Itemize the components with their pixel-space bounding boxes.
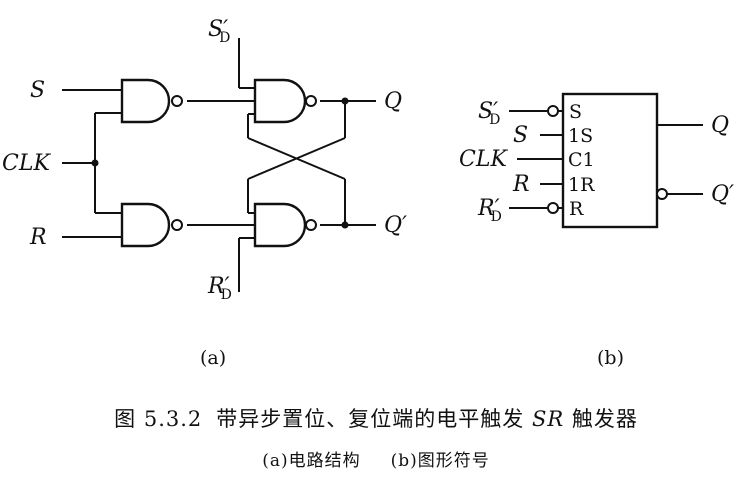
symbol-output-qn-label: Q′	[711, 182, 734, 207]
pin-label-1s: 1S	[568, 125, 593, 147]
caption-b: (b)	[597, 347, 624, 369]
input-r-label: R	[29, 225, 47, 250]
symbol-input-s-label: S	[513, 123, 528, 148]
nand-gate-g1	[120, 78, 183, 124]
symbol-input-r-label: R	[512, 172, 530, 197]
q-junction-dot	[341, 97, 349, 105]
circuit-a: S CLK R S′D R′D Q Q′ (a)	[2, 17, 407, 369]
preset-label: S′D	[208, 17, 230, 46]
caption-a: (a)	[200, 347, 226, 369]
pin-label-1r: 1R	[568, 174, 595, 196]
figure-subcaption: (a)电路结构(b)图形符号	[262, 451, 490, 471]
circuit-wires	[62, 38, 376, 292]
preset-inversion-bubble	[547, 105, 559, 117]
input-clk-label: CLK	[2, 151, 51, 176]
clear-label: R′D	[207, 274, 232, 303]
output-q-label: Q	[384, 89, 402, 114]
clk-junction-dot	[91, 159, 99, 167]
symbol-clear-label: R′D	[477, 196, 502, 225]
symbol-input-clk-label: CLK	[459, 147, 508, 172]
output-qn-label: Q′	[384, 213, 407, 238]
flipflop-symbol-box	[561, 92, 659, 229]
nand-gate-g2	[120, 202, 183, 248]
qn-junction-dot	[341, 221, 349, 229]
input-s-label: S	[30, 78, 45, 103]
pin-label-s: S	[569, 101, 582, 123]
pin-label-r: R	[569, 198, 584, 220]
symbol-preset-label: S′D	[478, 99, 500, 128]
symbol-b: S 1S C1 1R R S′D S CLK R R′D Q Q′ (b)	[459, 92, 734, 369]
pin-label-c1: C1	[568, 149, 595, 171]
nand-gate-g4	[253, 202, 317, 248]
qn-inversion-bubble	[656, 188, 668, 200]
nand-gate-g3	[253, 78, 317, 124]
clear-inversion-bubble	[547, 202, 559, 214]
symbol-output-q-label: Q	[711, 113, 729, 138]
